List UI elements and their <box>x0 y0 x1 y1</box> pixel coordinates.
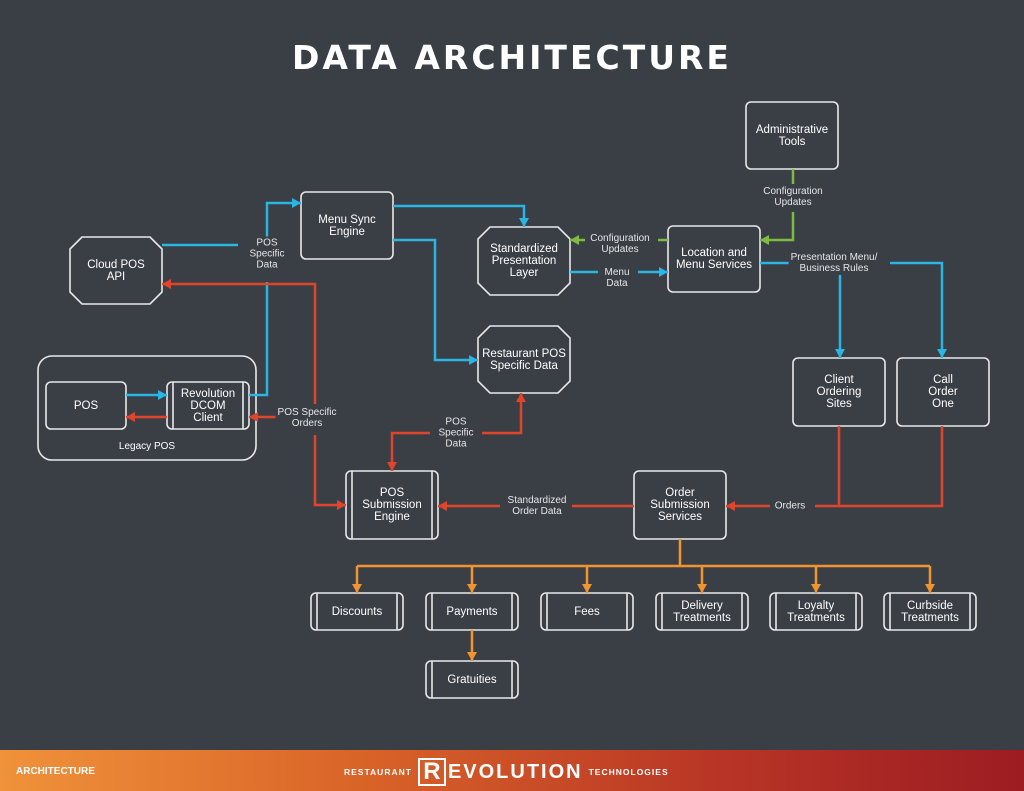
blue-connector <box>249 282 269 397</box>
arrowhead-icon <box>352 584 362 593</box>
arrowhead-icon <box>519 218 529 227</box>
node-fees: Fees <box>574 605 600 618</box>
arrowhead-icon <box>387 462 397 471</box>
arrowhead-icon <box>162 279 171 289</box>
arrowhead-icon <box>467 652 477 661</box>
node-coo: Call Order One <box>928 374 958 410</box>
blue-connector <box>265 201 301 238</box>
arrowhead-icon <box>760 235 769 245</box>
red-connector <box>162 282 317 404</box>
node-curbside: Curbside Treatments <box>901 599 959 624</box>
node-lms: Location and Menu Services <box>675 247 753 271</box>
arrowhead-icon <box>158 390 167 400</box>
node-pos: POS <box>73 399 99 412</box>
node-payments: Payments <box>446 605 498 618</box>
arrowhead-icon <box>937 349 947 358</box>
brand-r-mark: R <box>417 758 446 786</box>
node-rpos: Restaurant POS Specific Data <box>482 347 566 372</box>
arrowhead-icon <box>697 584 707 593</box>
edge-label-pos-specific-data-1: POS Specific Data <box>247 236 287 272</box>
brand-logo: RESTAURANT R EVOLUTION TECHNOLOGIES <box>344 758 669 786</box>
red-connector <box>482 393 523 435</box>
edge-label-config-updates-1: Configuration Updates <box>761 185 825 209</box>
legacy-pos-shape <box>37 355 257 461</box>
edge-label-pos-specific-orders: POS Specific Orders <box>275 406 339 430</box>
arrowhead-icon <box>726 501 735 511</box>
arrowhead-icon <box>438 501 447 511</box>
node-dcom: Revolution DCOM Client <box>180 387 236 424</box>
node-spl: Standardized Presentation Layer <box>490 243 558 279</box>
menu-sync-shape <box>300 191 394 260</box>
node-gratuities: Gratuities <box>447 673 497 686</box>
dcom-shape <box>166 381 250 430</box>
arrowhead-icon <box>337 500 346 510</box>
pos-shape <box>45 381 127 430</box>
footer-section-label: ARCHITECTURE <box>16 766 95 777</box>
edge-label-orders: Orders <box>772 499 808 513</box>
brand-prefix: RESTAURANT <box>344 767 412 777</box>
node-legacy-pos: Legacy POS <box>118 441 176 452</box>
green-connector <box>760 212 795 242</box>
node-loyalty: Loyalty Treatments <box>787 599 845 624</box>
footer-bar: ARCHITECTURE RESTAURANT R EVOLUTION TECH… <box>0 750 1024 791</box>
node-delivery: Delivery Treatments <box>673 599 731 624</box>
red-connector <box>815 426 944 508</box>
edge-label-presentation-menu: Presentation Menu/ Business Rules <box>788 251 880 275</box>
arrowhead-icon <box>292 198 301 208</box>
arrowhead-icon <box>249 412 258 422</box>
node-discounts: Discounts <box>331 605 383 618</box>
arrowhead-icon <box>659 267 668 277</box>
rpos-shape <box>477 325 571 394</box>
node-admin: Administrative Tools <box>755 123 829 148</box>
arrowhead-icon <box>835 349 845 358</box>
arrowhead-icon <box>469 355 478 365</box>
blue-connector <box>393 238 478 362</box>
arrowhead-icon <box>570 235 579 245</box>
edge-label-menu-data: Menu Data <box>602 266 632 290</box>
arrowhead-icon <box>582 584 592 593</box>
edge-label-pos-specific-data-2: POS Specific Data <box>436 415 476 451</box>
lms-shape <box>667 225 761 293</box>
cloud-pos-shape <box>69 236 163 305</box>
node-cos: Client Ordering Sites <box>816 374 862 410</box>
node-oss: Order Submission Services <box>650 487 710 523</box>
edge-label-config-updates-2: Configuration Updates <box>588 232 652 256</box>
arrowhead-icon <box>811 584 821 593</box>
spl-shape <box>477 226 571 296</box>
arrowhead-icon <box>925 584 935 593</box>
brand-name: EVOLUTION <box>447 760 583 783</box>
edge-label-standardized-order-data: Standardized Order Data <box>505 494 569 518</box>
node-cloud-pos: Cloud POS API <box>87 258 145 283</box>
brand-suffix: TECHNOLOGIES <box>588 767 669 777</box>
arrowhead-icon <box>516 393 526 402</box>
node-menu-sync: Menu Sync Engine <box>318 213 376 238</box>
page-title: DATA ARCHITECTURE <box>292 38 732 77</box>
red-connector <box>313 435 346 507</box>
node-pse: POS Submission Engine <box>362 487 422 523</box>
blue-connector <box>393 204 526 227</box>
blue-connector <box>890 261 944 358</box>
gratuities-shape <box>425 660 519 699</box>
arrowhead-icon <box>467 584 477 593</box>
red-connector <box>390 431 430 471</box>
arrowhead-icon <box>126 412 135 422</box>
